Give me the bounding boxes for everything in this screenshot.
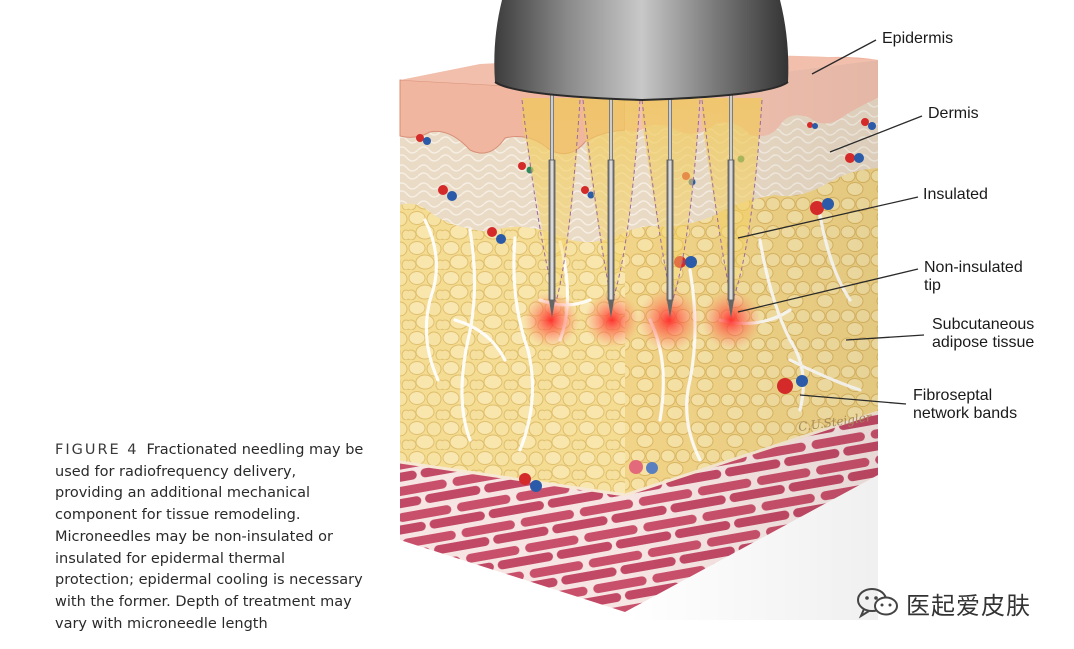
figure-number: FIGURE 4 bbox=[55, 442, 139, 458]
watermark-text: 医起爱皮肤 bbox=[906, 591, 1031, 620]
label-fibroseptal-bands: Fibroseptal network bands bbox=[913, 387, 1017, 423]
label-fibroseptal-line1: Fibroseptal bbox=[913, 387, 993, 404]
leader-lines bbox=[737, 39, 925, 405]
watermark: 医起爱皮肤 bbox=[856, 585, 1031, 621]
caption-text: Fractionated needling may be used for ra… bbox=[55, 442, 364, 632]
label-subcutaneous-adipose: Subcutaneous adipose tissue bbox=[932, 316, 1034, 352]
label-insulated: Insulated bbox=[923, 186, 988, 203]
label-non-insulated-line2: tip bbox=[924, 277, 941, 294]
wechat-icon bbox=[857, 588, 898, 619]
label-subcutaneous-line1: Subcutaneous bbox=[932, 316, 1035, 333]
blood-vessels bbox=[416, 118, 876, 492]
rf-device-head bbox=[494, 0, 789, 102]
label-subcutaneous-line2: adipose tissue bbox=[932, 334, 1035, 351]
label-non-insulated-tip: Non-insulated tip bbox=[924, 259, 1023, 295]
label-epidermis: Epidermis bbox=[882, 30, 954, 47]
muscle-layer-left bbox=[400, 462, 625, 612]
heat-spots bbox=[523, 288, 761, 352]
label-fibroseptal-line2: network bands bbox=[913, 405, 1018, 422]
fat-layer-left bbox=[400, 175, 625, 560]
microneedles bbox=[548, 70, 735, 318]
label-dermis: Dermis bbox=[928, 105, 979, 122]
label-non-insulated-line1: Non-insulated bbox=[924, 259, 1023, 276]
